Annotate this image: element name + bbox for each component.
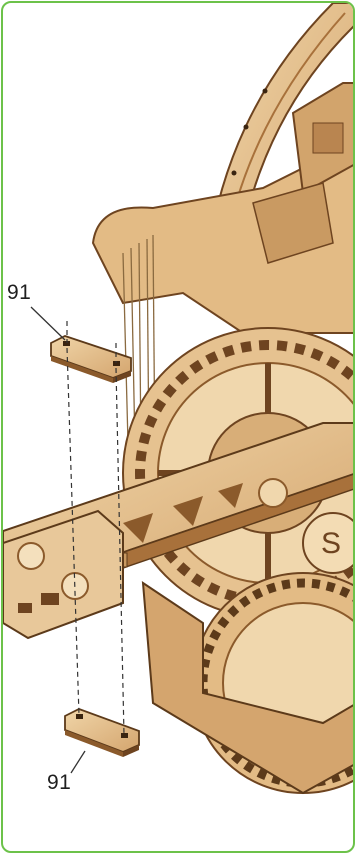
- part-91-bottom: [65, 709, 139, 757]
- part-91-top: [51, 336, 131, 383]
- assembly-illustration: S: [3, 3, 355, 853]
- part-number-label-top: 91: [7, 281, 31, 305]
- svg-text:S: S: [321, 527, 341, 560]
- part-number-label-bottom: 91: [47, 771, 71, 795]
